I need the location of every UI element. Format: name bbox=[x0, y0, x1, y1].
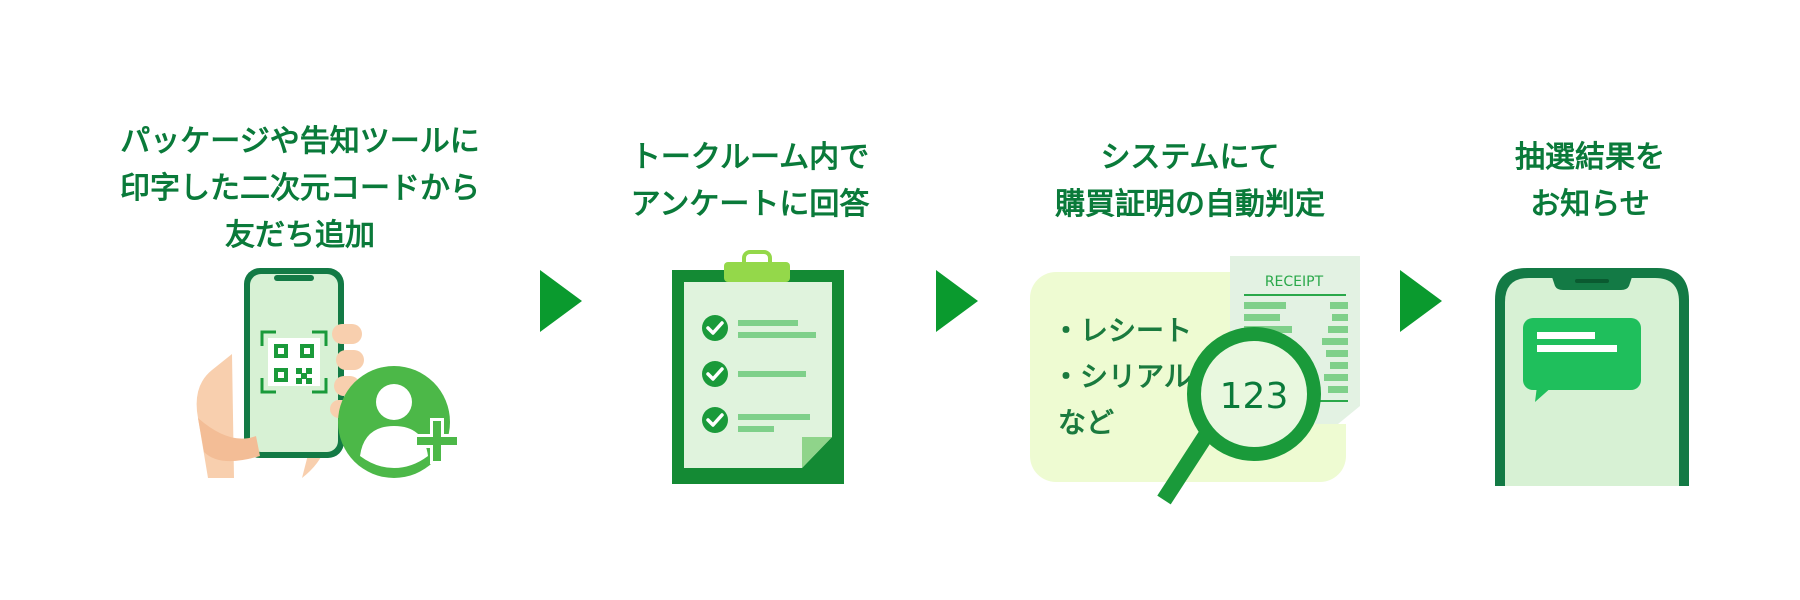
check-icon bbox=[702, 407, 728, 433]
step1-title: パッケージや告知ツールに 印字した二次元コードから 友だち追加 bbox=[120, 124, 480, 253]
step2-title: トークルーム内で アンケートに回答 bbox=[630, 140, 870, 222]
arrow-right-icon-3 bbox=[1400, 270, 1442, 332]
arrow-right-icon-1 bbox=[540, 270, 582, 332]
proof-list: ・レシート ・シリアル など bbox=[1052, 314, 1192, 439]
magnifier-number: 123 bbox=[1220, 376, 1289, 417]
arrow-right-icon-2 bbox=[936, 270, 978, 332]
phone-notification-illustration bbox=[1495, 268, 1689, 486]
step4-title: 抽選結果を お知らせ bbox=[1515, 140, 1665, 222]
magnifier-icon: 123 bbox=[1157, 327, 1321, 505]
add-friend-icon bbox=[338, 366, 460, 478]
step3-title: システムにて 購買証明の自動判定 bbox=[1055, 140, 1325, 222]
receipt-header: RECEIPT bbox=[1265, 274, 1324, 290]
clipboard-checklist-illustration bbox=[672, 250, 844, 484]
check-icon bbox=[702, 361, 728, 387]
list-item-receipt: ・レシート bbox=[1052, 314, 1192, 347]
list-item-serial: ・シリアル bbox=[1052, 360, 1192, 393]
list-item-etc: など bbox=[1058, 406, 1114, 439]
message-bubble-icon bbox=[1523, 318, 1641, 402]
check-icon bbox=[702, 315, 728, 341]
